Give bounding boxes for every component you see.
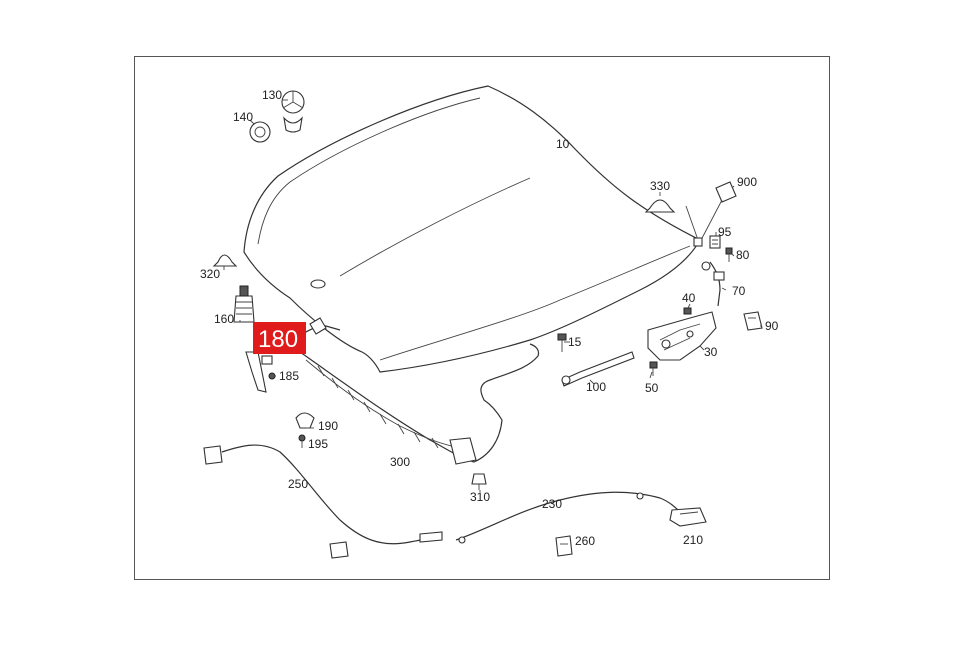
callout-160: 160 bbox=[214, 312, 234, 326]
callout-140: 140 bbox=[233, 110, 253, 124]
callout-90: 90 bbox=[765, 319, 779, 333]
release-cable-front[interactable] bbox=[455, 491, 681, 544]
callout-100: 100 bbox=[586, 380, 606, 394]
diagram-frame bbox=[134, 56, 830, 580]
hood-front-trim[interactable] bbox=[299, 343, 540, 465]
callout-130: 130 bbox=[262, 88, 282, 102]
emblem-seal[interactable] bbox=[249, 121, 271, 143]
callout-labels: 10 15 30 40 50 70 80 90 95 100 130 140 1… bbox=[200, 88, 779, 548]
callout-900: 900 bbox=[737, 175, 757, 189]
callout-330: 330 bbox=[650, 179, 670, 193]
callout-195: 195 bbox=[308, 437, 328, 451]
callout-70: 70 bbox=[732, 284, 746, 298]
highlight-box bbox=[253, 322, 306, 354]
callout-40: 40 bbox=[682, 291, 696, 305]
lock-screw[interactable] bbox=[649, 361, 658, 376]
hood-sensor[interactable] bbox=[701, 261, 725, 307]
highlighted-part-callout[interactable]: 180 bbox=[253, 322, 306, 354]
callout-250: 250 bbox=[288, 477, 308, 491]
wiring-connector[interactable] bbox=[685, 181, 737, 247]
callout-95: 95 bbox=[718, 225, 732, 239]
callout-10: 10 bbox=[556, 137, 570, 151]
retaining-clip[interactable] bbox=[743, 311, 763, 331]
release-handle[interactable] bbox=[669, 507, 707, 527]
rubber-buffer-left[interactable] bbox=[212, 254, 238, 267]
callout-210: 210 bbox=[683, 533, 703, 547]
callout-260: 260 bbox=[575, 534, 595, 548]
callout-30: 30 bbox=[704, 345, 718, 359]
callout-310: 310 bbox=[470, 490, 490, 504]
star-emblem[interactable] bbox=[281, 90, 305, 133]
bolt[interactable] bbox=[557, 333, 567, 352]
contact-switch[interactable] bbox=[709, 235, 721, 249]
gas-strut[interactable] bbox=[561, 351, 635, 387]
callout-300: 300 bbox=[390, 455, 410, 469]
sensor-screw[interactable] bbox=[725, 247, 733, 262]
callout-50: 50 bbox=[645, 381, 659, 395]
callout-15: 15 bbox=[568, 335, 582, 349]
release-cable-rear[interactable] bbox=[203, 444, 443, 559]
bump-stop[interactable] bbox=[233, 285, 255, 323]
trim-clip[interactable] bbox=[471, 473, 487, 490]
callout-185: 185 bbox=[279, 369, 299, 383]
callout-320: 320 bbox=[200, 267, 220, 281]
callout-80: 80 bbox=[736, 248, 750, 262]
callout-230: 230 bbox=[542, 497, 562, 511]
cable-guide[interactable] bbox=[295, 412, 315, 448]
hinge-bracket[interactable] bbox=[245, 351, 276, 393]
highlight-label: 180 bbox=[258, 326, 298, 353]
callout-190: 190 bbox=[318, 419, 338, 433]
hood-panel[interactable] bbox=[243, 85, 701, 373]
lock-bolt[interactable] bbox=[683, 307, 692, 315]
cable-clip[interactable] bbox=[555, 535, 573, 557]
rubber-buffer-right[interactable] bbox=[644, 199, 676, 213]
leader-lines bbox=[223, 99, 762, 492]
